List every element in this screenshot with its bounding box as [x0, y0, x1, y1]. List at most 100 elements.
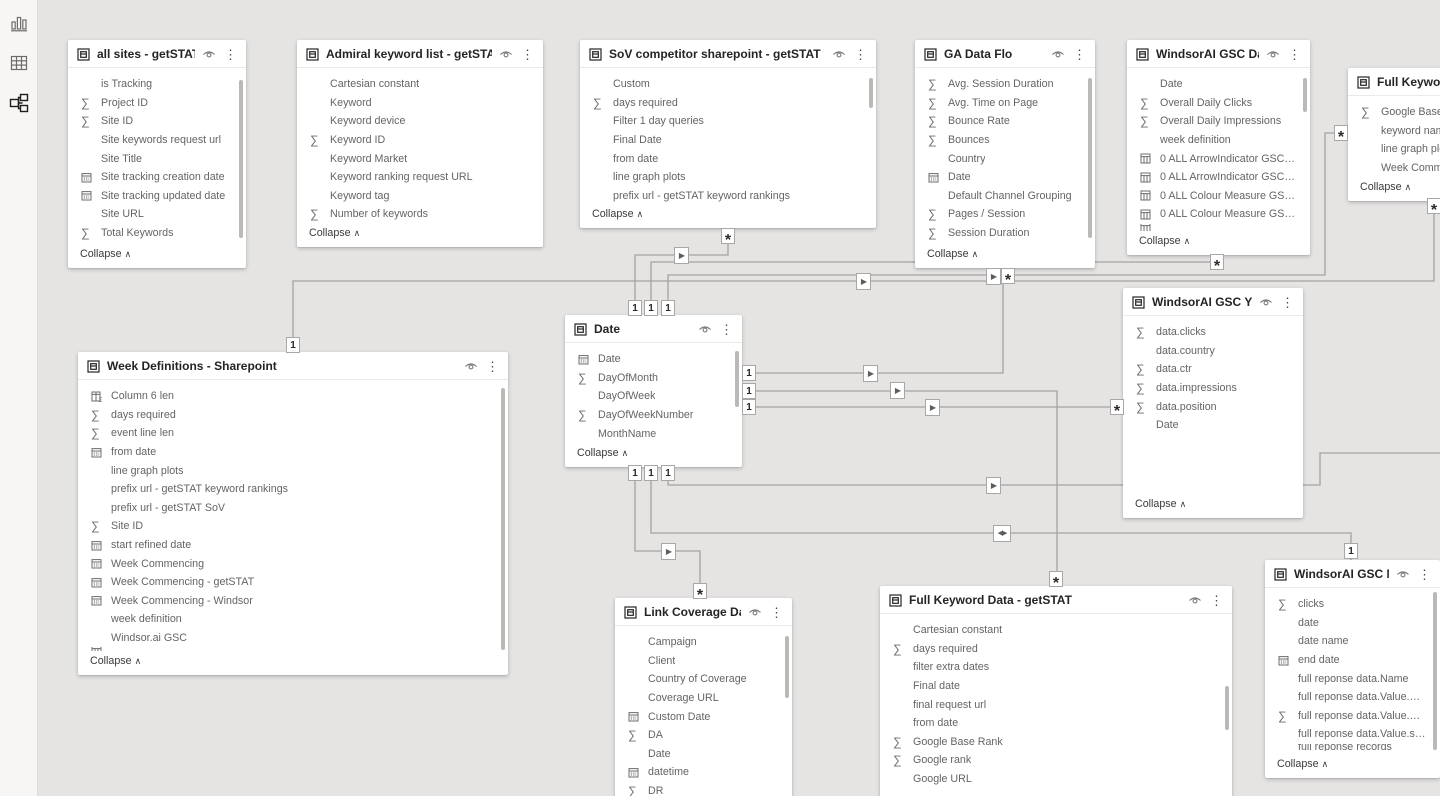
field-row[interactable]: Date [1127, 75, 1310, 94]
cardinality-one-marker[interactable]: 1 [742, 383, 756, 399]
field-row[interactable]: ∑data.impressions [1123, 379, 1303, 398]
cardinality-many-marker[interactable]: * [693, 583, 707, 603]
collapse-button[interactable]: Collapse∧ [927, 248, 978, 260]
field-row[interactable]: full reponse data.Value.source [1265, 725, 1440, 744]
field-row[interactable]: from date [78, 443, 508, 462]
cardinality-arrow-marker[interactable]: ▶ [985, 476, 1001, 494]
field-row[interactable]: Date [565, 350, 742, 369]
cardinality-many-marker[interactable]: * [1210, 254, 1224, 274]
cardinality-many-marker[interactable]: * [1110, 399, 1124, 419]
cardinality-one-marker[interactable]: 1 [661, 300, 675, 316]
field-row[interactable]: Cartesian constant [297, 75, 543, 94]
visibility-eye-icon[interactable] [1259, 297, 1273, 307]
field-row[interactable]: date name [1265, 632, 1440, 651]
field-row[interactable]: ∑Number of keywords [297, 205, 543, 223]
data-view-button[interactable] [4, 50, 34, 80]
field-row[interactable]: Custom [580, 75, 876, 94]
more-options-icon[interactable]: ⋮ [770, 604, 783, 620]
field-row[interactable]: Site tracking creation date [68, 168, 246, 187]
field-row[interactable]: Filter 1 day queries [580, 112, 876, 131]
field-row[interactable]: ∑Bounces [915, 131, 1095, 150]
card-scrollbar[interactable] [239, 80, 243, 238]
field-row[interactable]: Keyword [297, 94, 543, 113]
field-row[interactable]: Site URL [68, 205, 246, 224]
more-options-icon[interactable]: ⋮ [720, 321, 733, 337]
field-row[interactable]: week definition [78, 610, 508, 629]
collapse-button[interactable]: Collapse∧ [1277, 758, 1328, 770]
more-options-icon[interactable]: ⋮ [1418, 566, 1431, 582]
cardinality-one-marker[interactable]: 1 [742, 399, 756, 415]
field-row[interactable]: Country [915, 149, 1095, 168]
field-row[interactable]: DayOfWeek [565, 387, 742, 406]
field-row[interactable]: date [1265, 614, 1440, 633]
field-row[interactable]: MonthName [565, 424, 742, 443]
field-row[interactable]: ∑Project ID [68, 94, 246, 113]
field-row[interactable]: end date [1265, 651, 1440, 670]
relationship-line-date-to-offscreen[interactable] [667, 452, 1440, 486]
field-row[interactable]: Default Channel Grouping [915, 187, 1095, 206]
cardinality-arrow-marker[interactable]: ▶ [985, 267, 1001, 285]
field-row[interactable]: ∑Overall Daily Clicks [1127, 94, 1310, 113]
cardinality-arrow-marker[interactable]: ▶ [862, 364, 878, 382]
field-row[interactable]: ∑Google Base Rank [880, 733, 1232, 752]
field-row[interactable]: 0 ALL ArrowIndicator GSC - Thi... [1127, 168, 1310, 187]
cardinality-one-marker[interactable]: 1 [628, 465, 642, 481]
cardinality-one-marker[interactable]: 1 [286, 337, 300, 353]
table-card-admiral-keyword-list[interactable]: Admiral keyword list - getSTAT⋮Cartesian… [297, 40, 543, 247]
cardinality-one-marker[interactable]: 1 [661, 465, 675, 481]
more-options-icon[interactable]: ⋮ [1281, 294, 1294, 310]
collapse-button[interactable]: Collapse∧ [1135, 498, 1186, 510]
table-card-full-keyword-data[interactable]: Full Keyword Data - getSTAT⋮Cartesian co… [880, 586, 1232, 796]
cardinality-arrow-marker[interactable]: ▶ [660, 542, 676, 560]
relationship-line-date-to-ga[interactable] [742, 268, 1004, 374]
field-row[interactable]: Site Title [68, 149, 246, 168]
field-row[interactable]: Country of Coverage [615, 670, 792, 689]
field-row[interactable]: Keyword tag [297, 187, 543, 206]
more-options-icon[interactable]: ⋮ [1288, 46, 1301, 62]
field-row[interactable]: Week Commencing - Windsor [78, 592, 508, 611]
field-row[interactable]: Week Commencing [78, 554, 508, 573]
field-row[interactable]: Coverage URL [615, 689, 792, 708]
collapse-button[interactable]: Collapse∧ [1360, 181, 1411, 193]
field-row[interactable]: ∑DayOfMonth [565, 369, 742, 388]
visibility-eye-icon[interactable] [832, 49, 846, 59]
field-row[interactable]: full reponse records [1265, 744, 1440, 751]
field-row[interactable]: ∑Bounce Rate [915, 112, 1095, 131]
cardinality-one-marker[interactable]: 1 [628, 300, 642, 316]
field-row[interactable]: ∑data.ctr [1123, 360, 1303, 379]
field-row[interactable]: ∑Session Duration [915, 224, 1095, 243]
field-row[interactable]: Site tracking updated date [68, 187, 246, 206]
field-row[interactable]: ∑Site ID [68, 112, 246, 131]
cardinality-many-marker[interactable]: * [1427, 198, 1440, 218]
field-row[interactable]: ∑DA [615, 726, 792, 745]
visibility-eye-icon[interactable] [499, 49, 513, 59]
field-row[interactable]: 0 ALL Colour Measure GSC - Se... [1127, 187, 1310, 206]
field-row[interactable]: ∑days required [880, 640, 1232, 659]
card-scrollbar[interactable] [501, 388, 505, 650]
field-row[interactable]: Windsor.ai GSC [78, 629, 508, 648]
field-row[interactable]: ∑days required [78, 406, 508, 425]
card-scrollbar[interactable] [1225, 686, 1229, 730]
visibility-eye-icon[interactable] [1188, 595, 1202, 605]
field-row[interactable]: ∑full reponse data.Value.position... [1265, 707, 1440, 726]
visibility-eye-icon[interactable] [464, 361, 478, 371]
card-scrollbar[interactable] [785, 636, 789, 698]
cardinality-one-marker[interactable]: 1 [644, 300, 658, 316]
field-row[interactable]: Date [915, 168, 1095, 187]
visibility-eye-icon[interactable] [202, 49, 216, 59]
field-row[interactable]: Final date [880, 677, 1232, 696]
field-row[interactable]: filter extra dates [880, 658, 1232, 677]
field-row[interactable]: ∑DayOfWeekNumber [565, 406, 742, 425]
more-options-icon[interactable]: ⋮ [854, 46, 867, 62]
table-card-full-keyword[interactable]: Full Keyword⋮∑Google Base Rankkeyword na… [1348, 68, 1440, 201]
field-row[interactable]: ∑data.clicks [1123, 323, 1303, 342]
collapse-button[interactable]: Collapse∧ [577, 447, 628, 459]
cardinality-arrow-marker[interactable]: ▶ [855, 272, 871, 290]
field-row[interactable]: ∑Overall Daily Impressions [1127, 112, 1310, 131]
relationship-line-date-to-full-keyword[interactable] [667, 132, 1341, 315]
field-row[interactable]: ∑days required [580, 94, 876, 113]
collapse-button[interactable]: Collapse∧ [80, 248, 131, 260]
more-options-icon[interactable]: ⋮ [224, 46, 237, 62]
field-row[interactable]: week definition [1127, 131, 1310, 150]
